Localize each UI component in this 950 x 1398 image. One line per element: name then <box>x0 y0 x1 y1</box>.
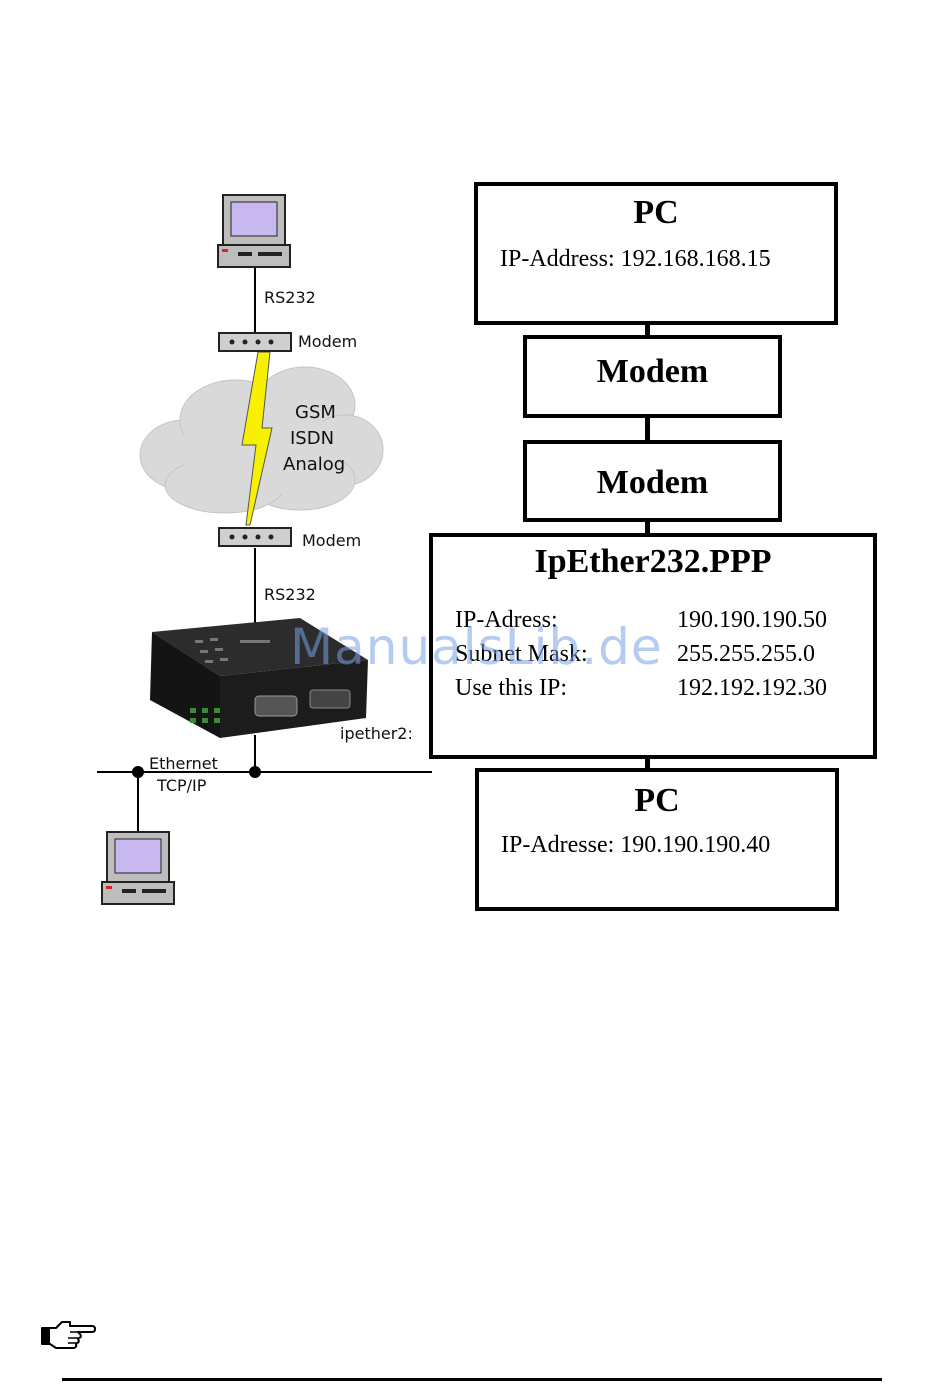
modem-2-title: Modem <box>527 464 778 502</box>
ipether-row-value: 190.190.190.50 <box>677 607 827 634</box>
cloud-label-gsm: GSM <box>295 404 336 422</box>
modem-1-title: Modem <box>527 353 778 391</box>
network-illustration: RS232 Modem GSM ISDN Analog Modem RS232 … <box>0 0 450 940</box>
pc-bottom-title: PC <box>479 782 835 820</box>
pc-top-title: PC <box>478 194 834 232</box>
ethernet-label: Ethernet <box>149 756 218 772</box>
modem-icon-bottom <box>219 528 291 546</box>
cloud-label-isdn: ISDN <box>290 430 334 448</box>
pc-top-ip: IP-Address: 192.168.168.15 <box>500 246 771 273</box>
cloud-label-analog: Analog <box>283 456 345 474</box>
bus-node-right <box>249 766 261 778</box>
ipether-row-label: Use this IP: <box>455 675 567 702</box>
footer-rule <box>62 1378 882 1381</box>
computer-icon-top <box>218 195 290 267</box>
illustration-graphics <box>0 0 450 940</box>
watermark: ManualsLib.de <box>290 618 663 676</box>
modem-label-bottom: Modem <box>302 533 361 549</box>
device-label: ipether2: <box>340 726 413 742</box>
rs232-label-bottom: RS232 <box>264 587 316 603</box>
modem-icon-top <box>219 333 291 351</box>
pointing-hand-icon <box>40 1318 96 1356</box>
tcpip-label: TCP/IP <box>157 778 206 794</box>
ipether-row-value: 192.192.192.30 <box>677 675 827 702</box>
connector-modem-modem <box>645 415 650 443</box>
pc-bottom-box: PC IP-Adresse: 190.190.190.40 <box>475 768 839 911</box>
pc-top-box: PC IP-Address: 192.168.168.15 <box>474 182 838 325</box>
rs232-label-top: RS232 <box>264 290 316 306</box>
pc-bottom-ip: IP-Adresse: 190.190.190.40 <box>501 832 770 859</box>
computer-icon-bottom <box>102 832 174 904</box>
modem-label-top: Modem <box>298 334 357 350</box>
modem-2-box: Modem <box>523 440 782 522</box>
ipether-title: IpEther232.PPP <box>433 543 873 581</box>
ipether-row-value: 255.255.255.0 <box>677 641 815 668</box>
modem-1-box: Modem <box>523 335 782 418</box>
